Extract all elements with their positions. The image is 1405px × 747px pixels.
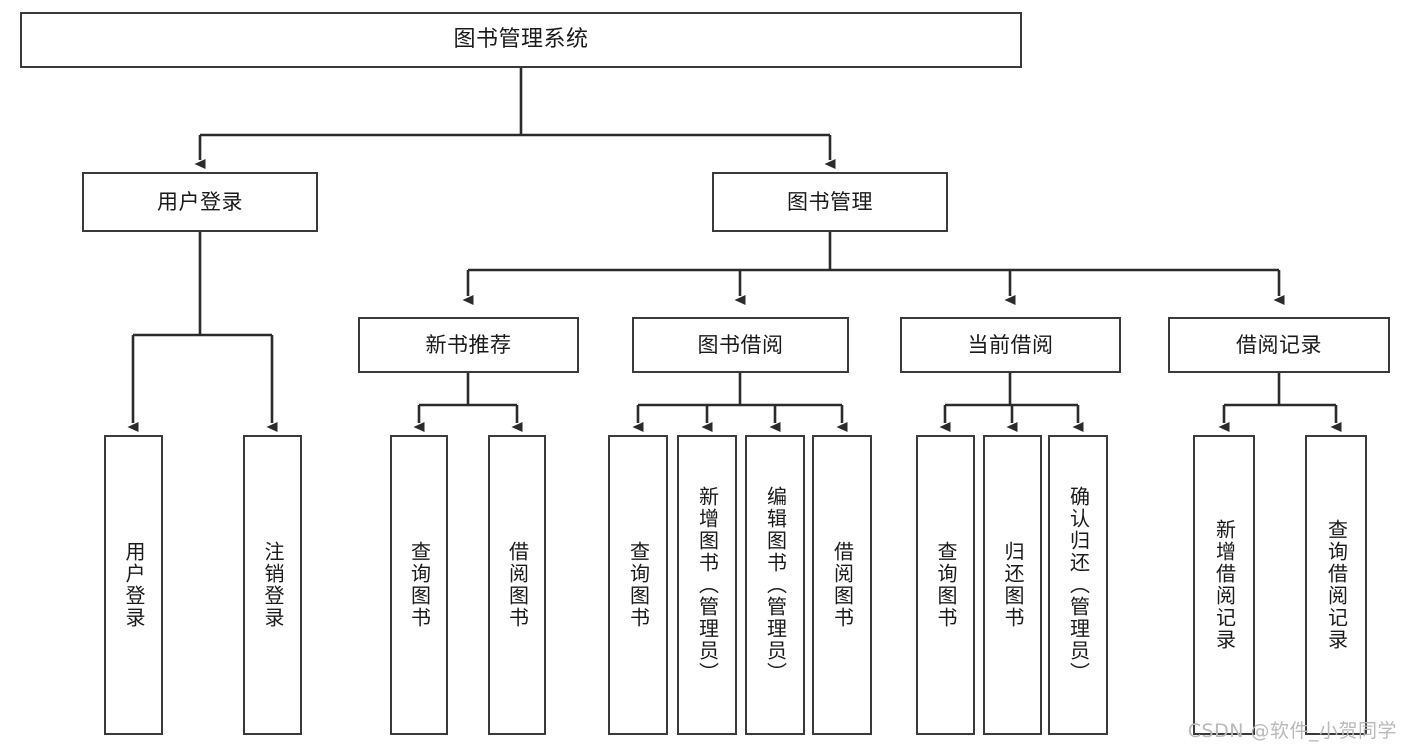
leaf-current-borrow-return[interactable]: 归还图书 bbox=[983, 435, 1042, 735]
leaf-new-book-borrow[interactable]: 借阅图书 bbox=[488, 435, 546, 735]
leaf-book-borrow-query[interactable]: 查询图书 bbox=[608, 435, 668, 735]
leaf-current-borrow-query[interactable]: 查询图书 bbox=[916, 435, 975, 735]
node-label: 借阅记录 bbox=[1236, 332, 1322, 357]
node-label: 注销登录 bbox=[261, 541, 285, 629]
node-label: 借阅图书 bbox=[830, 541, 855, 629]
node-label: 确认归还（管理员） bbox=[1066, 486, 1091, 684]
node-label: 查询图书 bbox=[407, 541, 432, 629]
leaf-book-borrow-add-admin[interactable]: 新增图书（管理员） bbox=[677, 435, 737, 735]
node-user-login[interactable]: 用户登录 bbox=[82, 172, 318, 232]
leaf-borrow-record-query[interactable]: 查询借阅记录 bbox=[1305, 435, 1367, 735]
node-label: 归还图书 bbox=[1001, 541, 1025, 629]
csdn-watermark: CSDN @软件_小贺同学 bbox=[1187, 720, 1397, 742]
node-label: 编辑图书（管理员） bbox=[763, 486, 788, 684]
node-label: 图书管理 bbox=[787, 189, 873, 214]
node-new-book-recommend[interactable]: 新书推荐 bbox=[358, 317, 579, 373]
node-label: 新增借阅记录 bbox=[1212, 519, 1237, 651]
node-root-book-management-system[interactable]: 图书管理系统 bbox=[20, 12, 1022, 68]
node-label: 新增图书（管理员） bbox=[695, 486, 720, 684]
leaf-current-borrow-confirm-return-admin[interactable]: 确认归还（管理员） bbox=[1048, 435, 1108, 735]
node-label: 当前借阅 bbox=[967, 332, 1054, 357]
leaf-new-book-query[interactable]: 查询图书 bbox=[390, 435, 448, 735]
leaf-book-borrow-borrow[interactable]: 借阅图书 bbox=[812, 435, 872, 735]
node-book-management[interactable]: 图书管理 bbox=[712, 172, 948, 232]
node-label: 查询图书 bbox=[626, 541, 651, 629]
leaf-borrow-record-add[interactable]: 新增借阅记录 bbox=[1193, 435, 1255, 735]
leaf-user-login-logout[interactable]: 注销登录 bbox=[243, 435, 302, 735]
node-label: 新书推荐 bbox=[425, 332, 512, 357]
node-label: 查询借阅记录 bbox=[1324, 519, 1349, 651]
node-current-borrow[interactable]: 当前借阅 bbox=[900, 317, 1121, 373]
node-label: 用户登录 bbox=[122, 541, 146, 629]
node-label: 查询图书 bbox=[934, 541, 958, 629]
node-label: 用户登录 bbox=[157, 189, 243, 214]
node-label: 图书借阅 bbox=[697, 332, 784, 357]
leaf-book-borrow-edit-admin[interactable]: 编辑图书（管理员） bbox=[745, 435, 805, 735]
node-label: 借阅图书 bbox=[505, 541, 530, 629]
node-borrow-record[interactable]: 借阅记录 bbox=[1168, 317, 1390, 373]
node-label: 图书管理系统 bbox=[453, 27, 589, 53]
leaf-user-login-login[interactable]: 用户登录 bbox=[104, 435, 163, 735]
node-book-borrow[interactable]: 图书借阅 bbox=[632, 317, 849, 373]
